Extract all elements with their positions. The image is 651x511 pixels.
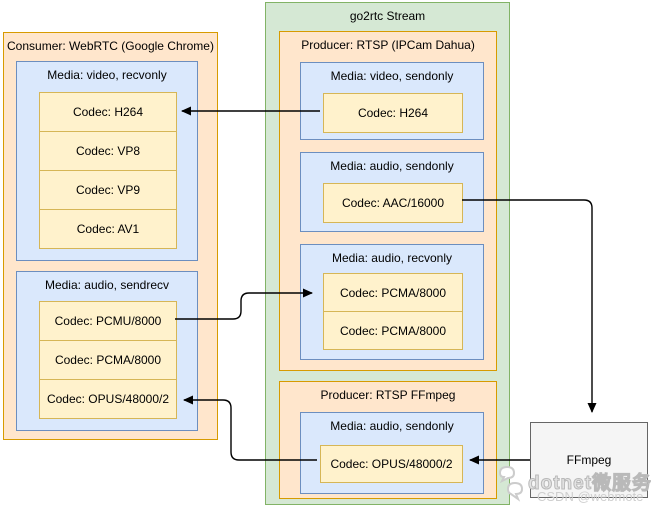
codec-box: Codec: PCMA/8000 bbox=[323, 311, 463, 350]
producer-dahua-media-video-sendonly: Media: video, sendonly Codec: H264 bbox=[300, 62, 484, 140]
codec-box: Codec: AAC/16000 bbox=[323, 183, 463, 223]
media-title: Media: video, sendonly bbox=[330, 69, 454, 83]
producer-dahua-container: Producer: RTSP (IPCam Dahua) Media: vide… bbox=[279, 31, 497, 371]
producer-ffmpeg-container: Producer: RTSP FFmpeg Media: audio, send… bbox=[279, 381, 497, 499]
codec-stack: Codec: PCMA/8000 Codec: PCMA/8000 bbox=[323, 273, 463, 350]
codec-stack: Codec: PCMU/8000 Codec: PCMA/8000 Codec:… bbox=[39, 301, 177, 419]
codec-stack: Codec: AAC/16000 bbox=[323, 183, 463, 223]
csdn-watermark-logo-icon bbox=[498, 465, 524, 502]
media-title: Media: video, recvonly bbox=[47, 68, 167, 82]
producer-dahua-media-audio-sendonly: Media: audio, sendonly Codec: AAC/16000 bbox=[300, 152, 484, 232]
producer-dahua-title: Producer: RTSP (IPCam Dahua) bbox=[301, 38, 475, 52]
codec-box: Codec: AV1 bbox=[39, 209, 177, 249]
media-title: Media: audio, sendonly bbox=[330, 419, 454, 433]
consumer-media-audio-sendrecv: Media: audio, sendrecv Codec: PCMU/8000 … bbox=[16, 271, 198, 431]
ffmpeg-node: FFmpeg bbox=[530, 422, 648, 498]
watermark-brand: dotnet微服务 bbox=[527, 473, 651, 495]
codec-stack: Codec: H264 bbox=[323, 93, 463, 133]
go2rtc-stream-title: go2rtc Stream bbox=[349, 9, 426, 23]
codec-box: Codec: PCMU/8000 bbox=[39, 301, 177, 341]
codec-box: Codec: H264 bbox=[323, 93, 463, 133]
media-title: Media: audio, recvonly bbox=[331, 251, 453, 265]
media-title: Media: audio, sendonly bbox=[330, 159, 454, 173]
codec-stack: Codec: H264 Codec: VP8 Codec: VP9 Codec:… bbox=[39, 92, 177, 249]
codec-box: Codec: OPUS/48000/2 bbox=[39, 379, 177, 419]
codec-box: Codec: VP8 bbox=[39, 131, 177, 171]
codec-box: Codec: OPUS/48000/2 bbox=[320, 445, 463, 483]
media-title: Media: audio, sendrecv bbox=[44, 278, 170, 292]
codec-box: Codec: H264 bbox=[39, 92, 177, 132]
watermark-subtitle: CSDN @webmote bbox=[537, 489, 644, 504]
producer-ffmpeg-media-audio-sendonly: Media: audio, sendonly Codec: OPUS/48000… bbox=[300, 412, 484, 494]
consumer-webrtc-title: Consumer: WebRTC (Google Chrome) bbox=[7, 39, 214, 53]
producer-dahua-media-audio-recvonly: Media: audio, recvonly Codec: PCMA/8000 … bbox=[300, 244, 484, 360]
codec-box: Codec: PCMA/8000 bbox=[39, 340, 177, 380]
consumer-media-video-recvonly: Media: video, recvonly Codec: H264 Codec… bbox=[16, 61, 198, 261]
consumer-webrtc-container: Consumer: WebRTC (Google Chrome) Media: … bbox=[3, 32, 218, 440]
ffmpeg-node-label: FFmpeg bbox=[566, 453, 612, 467]
go2rtc-stream-container: go2rtc Stream Producer: RTSP (IPCam Dahu… bbox=[265, 2, 510, 505]
codec-stack: Codec: OPUS/48000/2 bbox=[320, 445, 463, 483]
codec-box: Codec: PCMA/8000 bbox=[323, 273, 463, 312]
producer-ffmpeg-title: Producer: RTSP FFmpeg bbox=[320, 388, 456, 402]
codec-box: Codec: VP9 bbox=[39, 170, 177, 210]
